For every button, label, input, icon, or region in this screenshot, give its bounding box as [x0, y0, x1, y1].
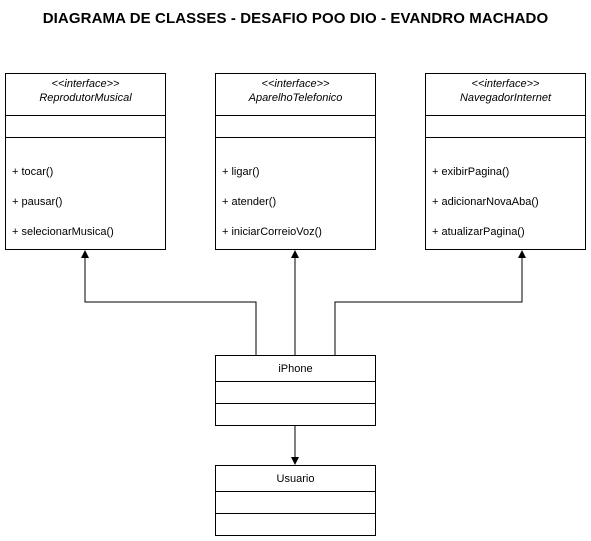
interface-header: <<interface>> AparelhoTelefonico — [216, 74, 375, 116]
class-usuario[interactable]: Usuario — [215, 465, 376, 536]
method-item: + adicionarNovaAba() — [432, 196, 539, 208]
interface-name: AparelhoTelefonico — [248, 92, 343, 104]
stereotype-label: <<interface>> — [471, 78, 540, 90]
attributes-section — [426, 116, 585, 138]
method-item: + atender() — [222, 196, 277, 208]
methods-section: + tocar() + pausar() + selecionarMusica(… — [6, 138, 165, 251]
methods-section: + ligar() + atender() + iniciarCorreioVo… — [216, 138, 375, 251]
interface-name: ReprodutorMusical — [39, 92, 132, 104]
interface-header: <<interface>> ReprodutorMusical — [6, 74, 165, 116]
class-header: Usuario — [216, 466, 375, 492]
attributes-section — [216, 382, 375, 404]
class-name: Usuario — [276, 473, 315, 485]
class-iphone[interactable]: iPhone — [215, 355, 376, 426]
attributes-section — [216, 116, 375, 138]
arrowhead-icon — [291, 457, 299, 465]
method-item: + pausar() — [12, 196, 63, 208]
method-item: + iniciarCorreioVoz() — [222, 226, 322, 238]
method-item: + ligar() — [222, 166, 260, 178]
class-header: iPhone — [216, 356, 375, 382]
arrowhead-icon — [291, 250, 299, 258]
stereotype-label: <<interface>> — [51, 78, 120, 90]
interface-reprodutor-musical[interactable]: <<interface>> ReprodutorMusical + tocar(… — [5, 73, 166, 250]
stereotype-label: <<interface>> — [261, 78, 330, 90]
method-item: + exibirPagina() — [432, 166, 510, 178]
interface-name: NavegadorInternet — [459, 92, 552, 104]
realization-arrow-reprodutor — [84, 258, 257, 355]
method-item: + tocar() — [12, 166, 54, 178]
arrowhead-icon — [81, 250, 89, 258]
methods-section: + exibirPagina() + adicionarNovaAba() + … — [426, 138, 585, 251]
method-item: + atualizarPagina() — [432, 226, 525, 238]
attributes-section — [216, 492, 375, 514]
interface-header: <<interface>> NavegadorInternet — [426, 74, 585, 116]
interface-navegador-internet[interactable]: <<interface>> NavegadorInternet + exibir… — [425, 73, 586, 250]
method-item: + selecionarMusica() — [12, 226, 114, 238]
interface-aparelho-telefonico[interactable]: <<interface>> AparelhoTelefonico + ligar… — [215, 73, 376, 250]
class-name: iPhone — [278, 363, 313, 375]
arrowhead-icon — [518, 250, 526, 258]
diagram-title: DIAGRAMA DE CLASSES - DESAFIO POO DIO - … — [42, 10, 549, 27]
attributes-section — [6, 116, 165, 138]
realization-arrow-navegador — [334, 258, 523, 355]
